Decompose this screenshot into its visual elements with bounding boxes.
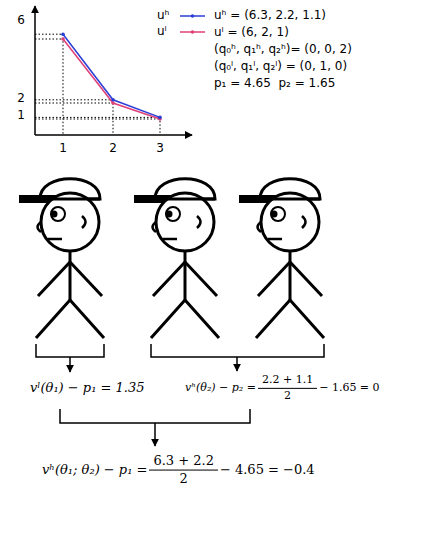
data-dot [61, 32, 65, 36]
series-line-high [63, 34, 160, 117]
stick-figure [20, 179, 104, 338]
fraction: 6.3 + 2.22 [151, 454, 216, 487]
guide-lines [35, 34, 160, 135]
legend-sample-dot [191, 30, 195, 34]
numerator: 6.3 + 2.2 [151, 454, 216, 470]
guide-line [113, 100, 114, 135]
axis-tick: 3 [156, 142, 164, 156]
bracket [36, 344, 104, 357]
data-dot [111, 101, 115, 105]
bracket [151, 344, 324, 357]
equation: vʰ(θ₁; θ₂) − p₁ =6.3 + 2.22− 4.65 = −0.4 [42, 454, 315, 487]
series-dots-high [61, 32, 162, 119]
equation-text: − 1.65 = 0 [319, 382, 379, 395]
axis-tick: 1 [17, 109, 25, 123]
equation-text: − 4.65 = −0.4 [220, 463, 315, 478]
axis-tick: 2 [17, 92, 25, 106]
denominator: 2 [258, 388, 317, 403]
data-dot [158, 116, 162, 120]
arrow [69, 357, 71, 372]
equation-text: vʰ(θ₂) − p₂ = [185, 382, 256, 395]
equation-text: vˡ(θ₁) − p₁ = 1.35 [30, 381, 144, 396]
parameter-note: p₁ = 4.65 p₂ = 1.65 [214, 77, 335, 91]
guide-line [35, 34, 63, 35]
legend-sample-dot [191, 14, 195, 18]
parameter-note: (q₀ˡ, q₁ˡ, q₂ˡ) = (0, 1, 0) [214, 60, 347, 74]
equation: vˡ(θ₁) − p₁ = 1.35 [30, 381, 144, 396]
legend-label: uʰ [157, 9, 169, 23]
arrow [236, 357, 238, 371]
series-dots-low [61, 37, 162, 121]
axis-tick: 2 [109, 142, 117, 156]
stick-figure [240, 179, 324, 338]
equation-text: vʰ(θ₁; θ₂) − p₁ = [42, 463, 147, 478]
fraction: 2.2 + 1.12 [260, 374, 315, 402]
data-dot [111, 98, 115, 102]
guide-line [63, 34, 64, 135]
guide-line [35, 117, 160, 118]
axis-tick: 1 [59, 142, 67, 156]
guide-line [35, 103, 113, 104]
arrow [154, 423, 156, 446]
axis-tick: 6 [17, 14, 25, 28]
parameter-note: uˡ = (6, 2, 1) [214, 26, 289, 40]
series-line-low [63, 39, 160, 119]
guide-line [35, 99, 113, 100]
legend-label: uˡ [157, 25, 167, 39]
parameter-note: (q₀ʰ, q₁ʰ, q₂ʰ)= (0, 0, 2) [214, 43, 352, 57]
y-axis [34, 6, 36, 135]
bracket [60, 409, 250, 423]
equation: vʰ(θ₂) − p₂ =2.2 + 1.12− 1.65 = 0 [185, 374, 380, 402]
numerator: 2.2 + 1.1 [260, 374, 315, 388]
guide-line [35, 119, 160, 120]
denominator: 2 [149, 470, 218, 487]
parameter-note: uʰ = (6.3, 2.2, 1.1) [214, 9, 326, 23]
stick-figure [135, 179, 219, 338]
guide-line [35, 39, 63, 40]
data-dot [61, 37, 65, 41]
